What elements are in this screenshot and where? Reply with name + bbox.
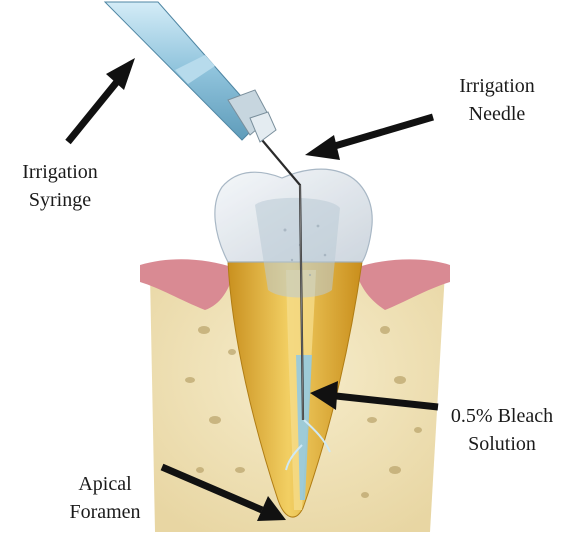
pulp-chamber — [255, 198, 340, 298]
arrow-syringe — [68, 58, 135, 142]
label-apical-foramen: Apical Foramen — [50, 470, 160, 526]
label-line: Foramen — [50, 498, 160, 526]
label-line: Syringe — [6, 186, 114, 214]
label-line: Apical — [50, 470, 160, 498]
syringe — [105, 2, 276, 142]
arrow-needle — [305, 117, 433, 160]
label-bleach-solution: 0.5% Bleach Solution — [440, 402, 564, 458]
label-line: 0.5% Bleach — [440, 402, 564, 430]
label-line: Solution — [440, 430, 564, 458]
label-line: Needle — [438, 100, 556, 128]
label-line: Irrigation — [6, 158, 114, 186]
label-irrigation-syringe: Irrigation Syringe — [6, 158, 114, 214]
label-line: Irrigation — [438, 72, 556, 100]
label-irrigation-needle: Irrigation Needle — [438, 72, 556, 128]
